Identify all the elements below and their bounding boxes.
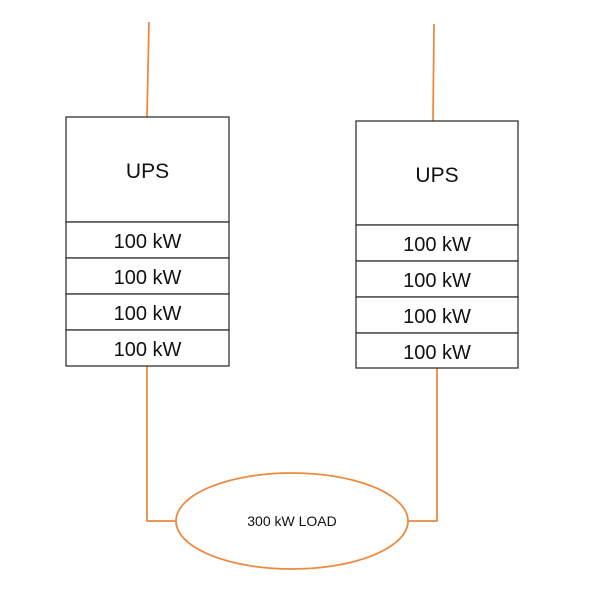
input-feed-wire-right xyxy=(432,23,435,122)
power-module-box xyxy=(355,260,519,298)
power-module-label: 100 kW xyxy=(114,339,182,361)
load-ellipse xyxy=(175,472,409,570)
ups-unit-right: UPS 100 kW 100 kW 100 kW 100 kW xyxy=(355,120,519,369)
power-module-label: 100 kW xyxy=(403,342,471,364)
power-module-label: 100 kW xyxy=(114,267,182,289)
ups-label: UPS xyxy=(126,160,169,183)
ups-header-box xyxy=(355,120,519,226)
ups-label: UPS xyxy=(415,164,458,187)
power-module-box xyxy=(65,293,230,331)
power-module-box xyxy=(65,221,230,259)
ups-unit-left: UPS 100 kW 100 kW 100 kW 100 kW xyxy=(65,116,230,367)
power-module-label: 100 kW xyxy=(403,306,471,328)
output-wire-right xyxy=(406,368,438,522)
power-module-label: 100 kW xyxy=(403,270,471,292)
power-module-box xyxy=(355,332,519,369)
ups-header-box xyxy=(65,116,230,223)
load-node: 300 kW LOAD xyxy=(175,472,409,570)
power-module-label: 100 kW xyxy=(114,231,182,253)
load-label: 300 kW LOAD xyxy=(247,513,336,529)
input-feed-wire-left xyxy=(146,21,150,118)
output-wire-left xyxy=(146,366,178,522)
power-module-box xyxy=(65,329,230,367)
power-module-label: 100 kW xyxy=(403,234,471,256)
power-module-label: 100 kW xyxy=(114,303,182,325)
